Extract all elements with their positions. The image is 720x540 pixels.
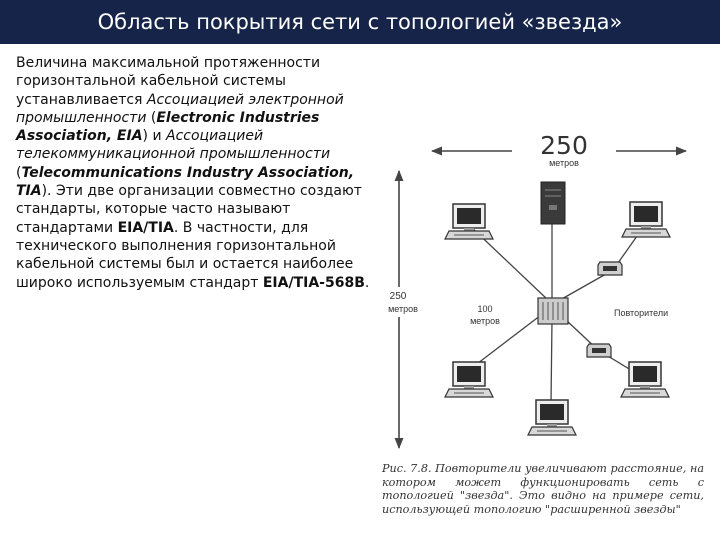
paragraph-run: . В частности, для технического выполнен… (16, 219, 354, 291)
paragraph-run: ( (16, 164, 22, 181)
computer-icon (444, 361, 494, 398)
slide-title: Область покрытия сети с топологией «звез… (97, 10, 623, 34)
hub-icon (537, 297, 569, 325)
computer-icon (621, 201, 671, 238)
title-bar: Область покрытия сети с топологией «звез… (0, 0, 720, 44)
server-icon (540, 181, 566, 225)
figure-caption: Рис. 7.8. Повторители увеличивают рассто… (382, 462, 704, 516)
paragraph-run: Величина максимальной протяженности гори… (16, 55, 321, 108)
paragraph-run: ) и (142, 128, 167, 145)
inner-distance-value: 100 (477, 304, 492, 314)
repeater-icon (597, 261, 623, 276)
paragraph-run: Electronic Industries Association, EIA (16, 109, 320, 145)
width-value: 250 (540, 131, 588, 160)
computer-icon (527, 399, 577, 436)
paragraph-run: EIA/TIA (117, 219, 174, 236)
height-value: 250 (390, 291, 407, 302)
repeaters-label: Повторители (614, 308, 668, 318)
paragraph-run: ( (146, 109, 157, 126)
paragraph-run: Telecommunications Industry Association,… (16, 164, 355, 200)
paragraph-run: Ассоциацией телекоммуникационной промышл… (16, 128, 331, 163)
height-unit: метров (388, 304, 418, 314)
paragraph-run: EIA/TIA-568B (262, 274, 365, 291)
paragraph-run: . (364, 274, 370, 291)
repeater-icon (586, 343, 612, 358)
paragraph-run: Ассоциацией электронной промышленности (16, 91, 344, 126)
width-unit: метров (549, 158, 579, 168)
computer-icon (620, 361, 670, 398)
computer-icon (444, 203, 494, 240)
body-paragraph: Величина максимальной протяженности гори… (16, 54, 382, 292)
inner-distance-unit: метров (470, 316, 500, 326)
paragraph-run: ). Эти две организации совместно создают… (16, 183, 362, 236)
